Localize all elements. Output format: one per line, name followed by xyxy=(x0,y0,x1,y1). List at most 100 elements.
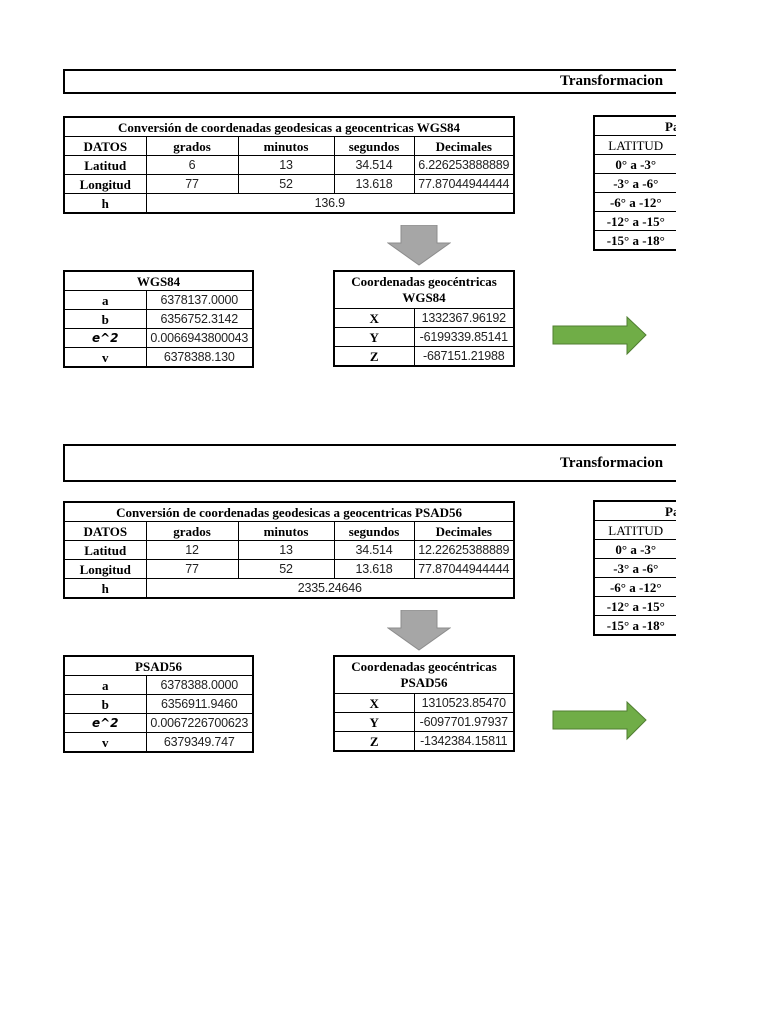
cell-minutos[interactable]: 13 xyxy=(237,155,335,175)
coordinate-value[interactable]: -1342384.15811 xyxy=(413,731,515,752)
row-label[interactable]: Latitud xyxy=(63,155,147,175)
axis-label[interactable]: Y xyxy=(333,327,415,347)
parameter-label[interactable]: v xyxy=(63,347,147,368)
parameter-value[interactable]: 0.0067226700623 xyxy=(145,713,254,733)
parameter-value[interactable]: 6378388.0000 xyxy=(145,675,254,695)
geocentric-title-line1: Coordenadas geocéntricas xyxy=(351,659,497,674)
latitude-range[interactable]: -6° a -12° xyxy=(593,577,676,597)
row-label[interactable]: Longitud xyxy=(63,559,147,579)
parameter-value[interactable]: 6379349.747 xyxy=(145,732,254,753)
latitude-range[interactable]: -15° a -18° xyxy=(593,230,676,251)
row-label[interactable]: Latitud xyxy=(63,540,147,560)
latitude-range[interactable]: -12° a -15° xyxy=(593,211,676,231)
axis-label[interactable]: Z xyxy=(333,731,415,752)
section-title: Transformacion xyxy=(560,73,664,89)
cell-segundos[interactable]: 13.618 xyxy=(333,174,415,194)
latitude-header[interactable]: LATITUD xyxy=(593,520,676,540)
cell-h-value[interactable]: 136.9 xyxy=(145,193,515,214)
axis-label[interactable]: X xyxy=(333,693,415,713)
cell-minutos[interactable]: 13 xyxy=(237,540,335,560)
parameter-label[interactable]: a xyxy=(63,290,147,310)
parameter-label[interactable]: b xyxy=(63,309,147,329)
ellipsoid-name[interactable]: PSAD56 xyxy=(63,655,254,676)
conversion-table: Conversión de coordenadas geodesicas a g… xyxy=(63,501,516,599)
latitude-range[interactable]: -3° a -6° xyxy=(593,558,676,578)
conversion-table-title[interactable]: Conversión de coordenadas geodesicas a g… xyxy=(63,116,515,137)
latitude-range[interactable]: -3° a -6° xyxy=(593,173,676,193)
cell-grados[interactable]: 6 xyxy=(145,155,239,175)
ellipsoid-name[interactable]: WGS84 xyxy=(63,270,254,291)
axis-label[interactable]: Z xyxy=(333,346,415,367)
parameter-value[interactable]: 0.0066943800043 xyxy=(145,328,254,348)
parameters-title[interactable]: Pa xyxy=(593,500,676,521)
parameters-title[interactable]: Pa xyxy=(593,115,676,136)
axis-label[interactable]: X xyxy=(333,308,415,328)
coordinate-value[interactable]: 1310523.85470 xyxy=(413,693,515,713)
cell-minutos[interactable]: 52 xyxy=(237,559,335,579)
cell-grados[interactable]: 12 xyxy=(145,540,239,560)
coordinate-value[interactable]: -6097701.97937 xyxy=(413,712,515,732)
column-header[interactable]: segundos xyxy=(333,136,415,156)
coordinate-value[interactable]: -687151.21988 xyxy=(413,346,515,367)
latitude-range[interactable]: 0° a -3° xyxy=(593,154,676,174)
parameter-label[interactable]: b xyxy=(63,694,147,714)
cell-segundos[interactable]: 13.618 xyxy=(333,559,415,579)
coordinate-value[interactable]: -6199339.85141 xyxy=(413,327,515,347)
column-header[interactable]: grados xyxy=(145,521,239,541)
parameter-value[interactable]: 6378137.0000 xyxy=(145,290,254,310)
row-label[interactable]: h xyxy=(63,578,147,599)
parameter-label[interactable]: e^2 xyxy=(63,328,147,348)
parameter-value[interactable]: 6356911.9460 xyxy=(145,694,254,714)
cell-grados[interactable]: 77 xyxy=(145,559,239,579)
column-header[interactable]: Decimales xyxy=(413,521,515,541)
column-header[interactable]: minutos xyxy=(237,521,335,541)
conversion-table-title[interactable]: Conversión de coordenadas geodesicas a g… xyxy=(63,501,515,522)
column-header[interactable]: grados xyxy=(145,136,239,156)
column-header[interactable]: DATOS xyxy=(63,521,147,541)
cell-decimales[interactable]: 12.22625388889 xyxy=(413,540,515,560)
table-row: Z-687151.21988 xyxy=(333,346,515,367)
row-label[interactable]: h xyxy=(63,193,147,214)
parameter-value[interactable]: 6378388.130 xyxy=(145,347,254,368)
coordinate-value[interactable]: 1332367.96192 xyxy=(413,308,515,328)
cell-h-value[interactable]: 2335.24646 xyxy=(145,578,515,599)
latitude-range[interactable]: -15° a -18° xyxy=(593,615,676,636)
table-row: 0° a -3° xyxy=(593,154,676,174)
cell-segundos[interactable]: 34.514 xyxy=(333,155,415,175)
column-header[interactable]: Decimales xyxy=(413,136,515,156)
cell-decimales[interactable]: 77.87044944444 xyxy=(413,559,515,579)
cell-minutos[interactable]: 52 xyxy=(237,174,335,194)
table-row: -15° a -18° xyxy=(593,615,676,636)
cell-grados[interactable]: 77 xyxy=(145,174,239,194)
cell-decimales[interactable]: 6.226253888889 xyxy=(413,155,515,175)
row-label[interactable]: Longitud xyxy=(63,174,147,194)
section-title-bar: Transformacion xyxy=(63,444,676,482)
cell-decimales[interactable]: 77.87044944444 xyxy=(413,174,515,194)
cell-segundos[interactable]: 34.514 xyxy=(333,540,415,560)
arrow-down-icon xyxy=(387,225,451,266)
table-row: Y-6097701.97937 xyxy=(333,712,515,732)
column-header[interactable]: segundos xyxy=(333,521,415,541)
latitude-range[interactable]: -6° a -12° xyxy=(593,192,676,212)
parameter-value[interactable]: 6356752.3142 xyxy=(145,309,254,329)
latitude-range[interactable]: 0° a -3° xyxy=(593,539,676,559)
column-header[interactable]: DATOS xyxy=(63,136,147,156)
table-row: -12° a -15° xyxy=(593,596,676,616)
latitude-header[interactable]: LATITUD xyxy=(593,135,676,155)
column-header[interactable]: minutos xyxy=(237,136,335,156)
latitude-range[interactable]: -12° a -15° xyxy=(593,596,676,616)
arrow-right-icon xyxy=(552,316,647,356)
parameter-label[interactable]: a xyxy=(63,675,147,695)
parameter-label[interactable]: v xyxy=(63,732,147,753)
parameter-label[interactable]: e^2 xyxy=(63,713,147,733)
axis-label[interactable]: Y xyxy=(333,712,415,732)
